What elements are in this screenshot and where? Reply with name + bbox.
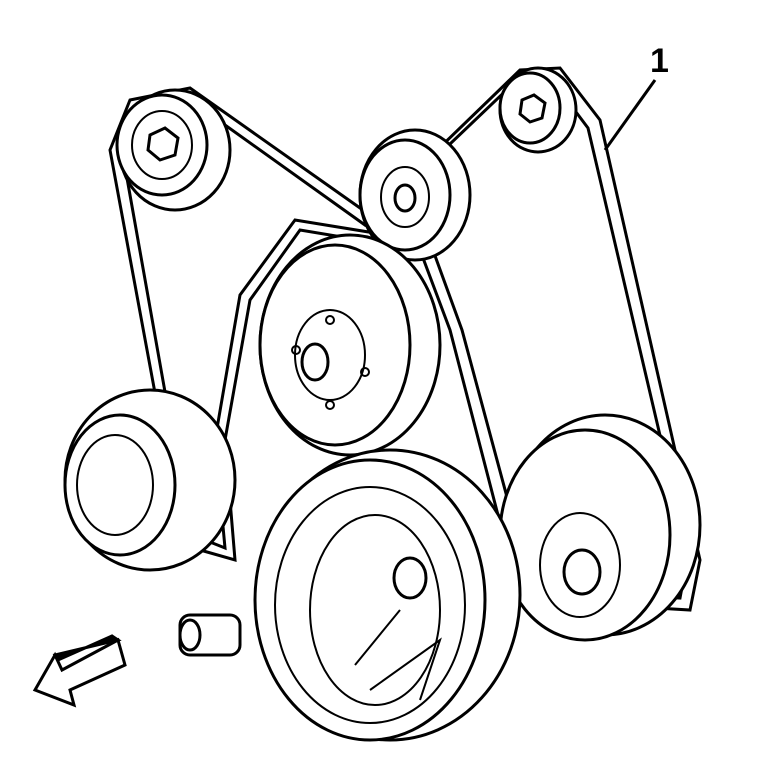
callout-1: 1 — [650, 42, 669, 80]
idler-pulley-upper-left — [115, 88, 232, 212]
front-of-vehicle-arrow — [32, 634, 127, 708]
crankshaft-balancer-pulley — [253, 448, 522, 742]
idler-pulley-top — [498, 66, 578, 154]
generator-pulley — [63, 388, 237, 572]
power-steering-pump-pulley — [498, 413, 702, 642]
callout-leader-line — [603, 79, 657, 151]
sensor-part — [178, 613, 242, 657]
water-pump-pulley — [258, 233, 442, 457]
belt-tensioner-pulley — [358, 128, 472, 262]
